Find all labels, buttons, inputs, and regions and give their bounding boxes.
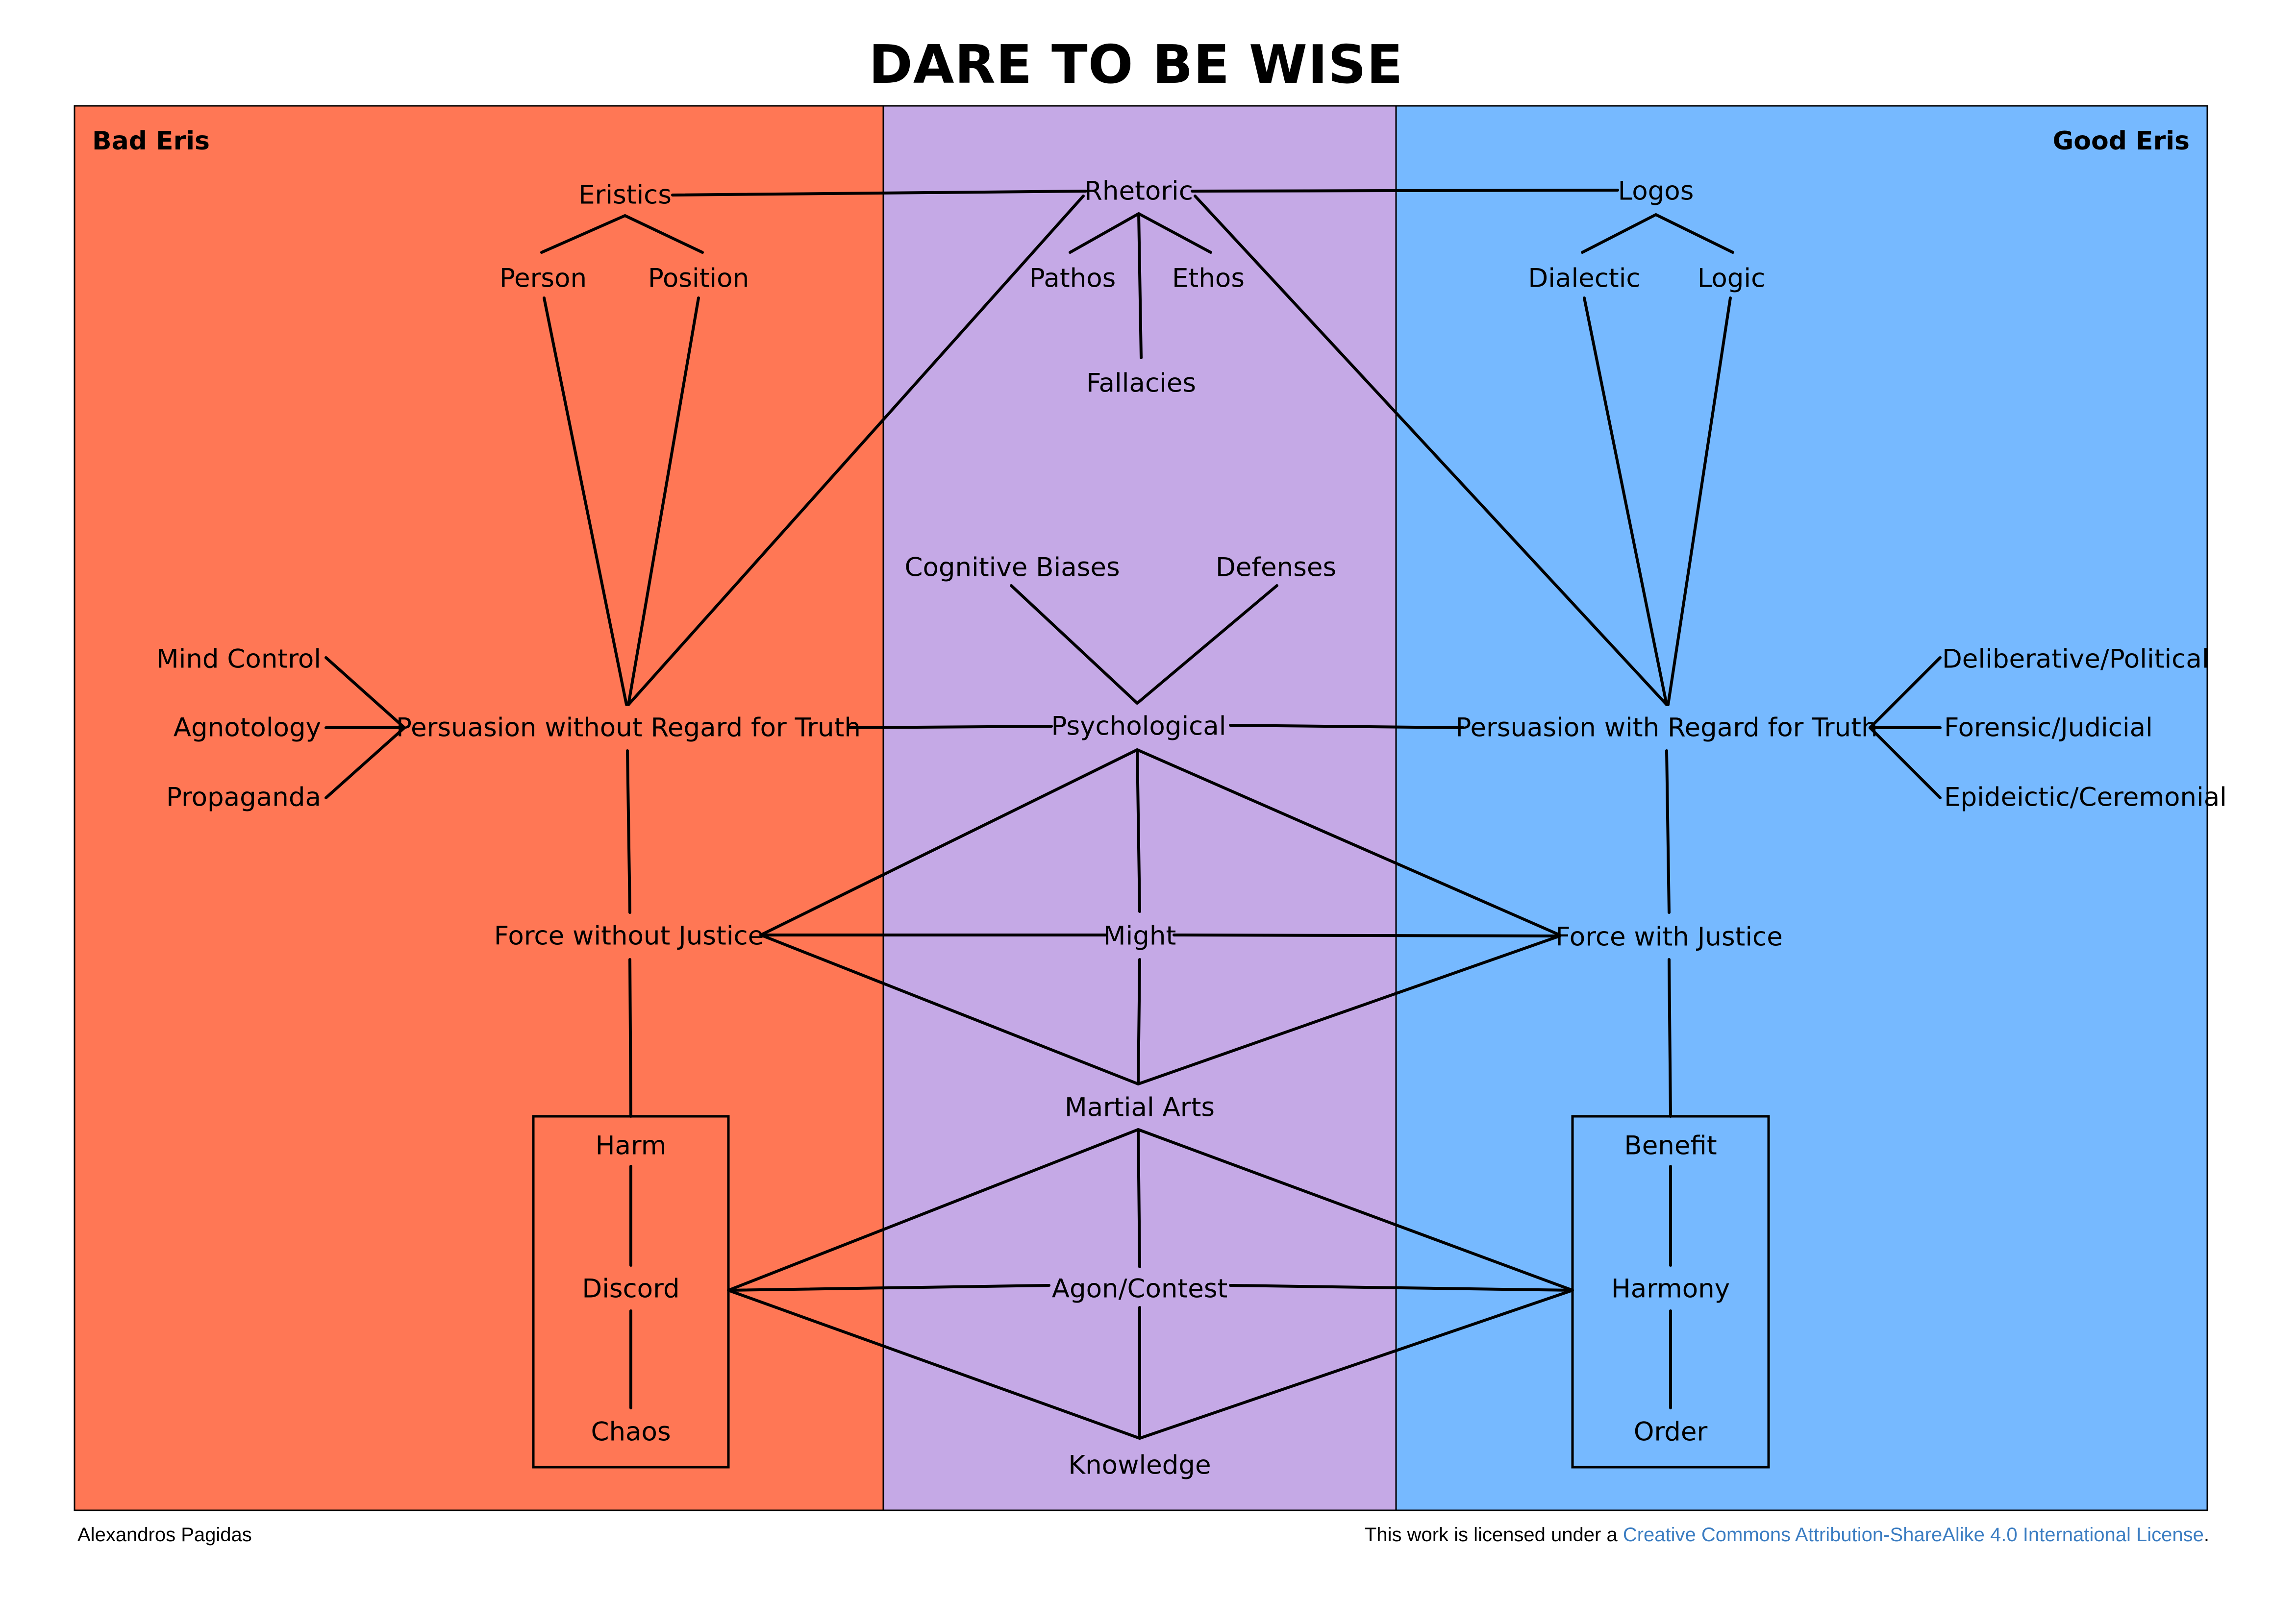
node-discord: Discord: [582, 1274, 680, 1304]
edge-martial-agon: [1137, 1128, 1141, 1268]
edge-martial-discord: [727, 1128, 1140, 1292]
footer-license-suffix: .: [2203, 1524, 2209, 1546]
node-persuasion-with: Persuasion with Regard for Truth: [1455, 713, 1878, 743]
node-mind-control: Mind Control: [156, 644, 321, 674]
node-knowledge: Knowledge: [1068, 1450, 1211, 1480]
edge-position-persuasion: [627, 296, 700, 706]
node-might: Might: [1103, 921, 1176, 951]
node-propaganda: Propaganda: [166, 782, 321, 812]
node-martial-arts: Martial Arts: [1065, 1092, 1215, 1123]
edge-persuasion-without-force: [626, 749, 631, 914]
node-pathos: Pathos: [1029, 263, 1116, 294]
footer-author: Alexandros Pagidas: [77, 1524, 252, 1546]
node-force-without: Force without Justice: [494, 921, 764, 951]
node-deliberative: Deliberative/Political: [1942, 644, 2209, 674]
edge-psych-force-with: [1136, 748, 1561, 936]
edge-mindcontrol: [325, 656, 406, 729]
node-benefit: Benefit: [1624, 1131, 1717, 1161]
node-rhetoric: Rhetoric: [1084, 176, 1193, 206]
edge-logic-persuasion: [1667, 296, 1732, 706]
node-logic: Logic: [1697, 263, 1766, 294]
edge-eristics-branch: [540, 214, 704, 254]
edge-logos-branch: [1581, 213, 1734, 254]
edge-force-with-martial: [1137, 935, 1561, 1085]
edge-eristics-rhetoric: [671, 190, 1087, 197]
license-link[interactable]: Creative Commons Attribution-ShareAlike …: [1623, 1524, 2204, 1546]
zone-label-bad: Bad Eris: [92, 126, 210, 156]
edge-rhetoric-persuasion-without: [627, 195, 1085, 706]
zone-label-good: Good Eris: [2052, 126, 2190, 156]
edge-agon-harmony: [1229, 1284, 1574, 1292]
node-forensic: Forensic/Judicial: [1944, 713, 2153, 743]
edge-psych-branch: [1010, 584, 1278, 705]
node-fallacies: Fallacies: [1086, 368, 1197, 398]
edge-persuasion-without-psych: [848, 725, 1053, 729]
edge-psych-might: [1136, 748, 1141, 913]
edge-force-without-harm: [628, 958, 632, 1118]
edge-dialectic-persuasion: [1583, 296, 1668, 706]
edge-rhetoric-logos: [1191, 189, 1619, 193]
edge-epideictic: [1869, 726, 1942, 799]
node-eristics: Eristics: [578, 180, 672, 210]
node-persuasion-without: Persuasion without Regard for Truth: [396, 713, 861, 743]
page-title: DARE TO BE WISE: [869, 34, 1403, 96]
edge-might-force-with: [1173, 934, 1561, 937]
edge-propaganda: [325, 726, 406, 799]
node-cognitive-biases: Cognitive Biases: [904, 552, 1120, 583]
edge-might-martial: [1137, 958, 1141, 1085]
edge-discord-knowledge: [727, 1289, 1141, 1440]
node-ethos: Ethos: [1172, 263, 1245, 294]
edge-psych-persuasion-with: [1229, 724, 1465, 729]
footer-license-prefix: This work is licensed under a: [1364, 1524, 1623, 1546]
node-agnotology: Agnotology: [173, 713, 321, 743]
node-psychological: Psychological: [1051, 711, 1226, 741]
node-force-with: Force with Justice: [1555, 922, 1783, 952]
node-epideictic: Epideictic/Ceremonial: [1944, 782, 2227, 812]
node-defenses: Defenses: [1215, 552, 1337, 583]
node-chaos: Chaos: [591, 1417, 671, 1447]
footer-license: This work is licensed under a Creative C…: [1365, 1524, 2209, 1546]
edge-martial-harmony: [1137, 1128, 1574, 1292]
edge-force-with-benefit: [1668, 958, 1672, 1118]
edge-discord-agon: [727, 1284, 1050, 1292]
edge-harmony-knowledge: [1138, 1289, 1574, 1440]
node-harm: Harm: [595, 1131, 667, 1161]
node-dialectic: Dialectic: [1528, 263, 1641, 294]
node-logos: Logos: [1618, 176, 1694, 206]
edge-force-without-martial: [759, 934, 1140, 1085]
node-order: Order: [1633, 1417, 1708, 1447]
edge-deliberative: [1869, 656, 1942, 729]
edge-rhetoric-fallacies: [1137, 212, 1143, 359]
edge-rhetoric-persuasion-with: [1194, 195, 1668, 706]
edge-persuasion-with-force: [1665, 749, 1671, 914]
zone-bad: [74, 105, 884, 1511]
node-person: Person: [499, 263, 587, 294]
node-agon: Agon/Contest: [1051, 1274, 1228, 1304]
node-harmony: Harmony: [1611, 1274, 1730, 1304]
node-position: Position: [648, 263, 749, 294]
edge-psych-force-without: [759, 748, 1139, 936]
edge-person-persuasion: [543, 296, 628, 706]
